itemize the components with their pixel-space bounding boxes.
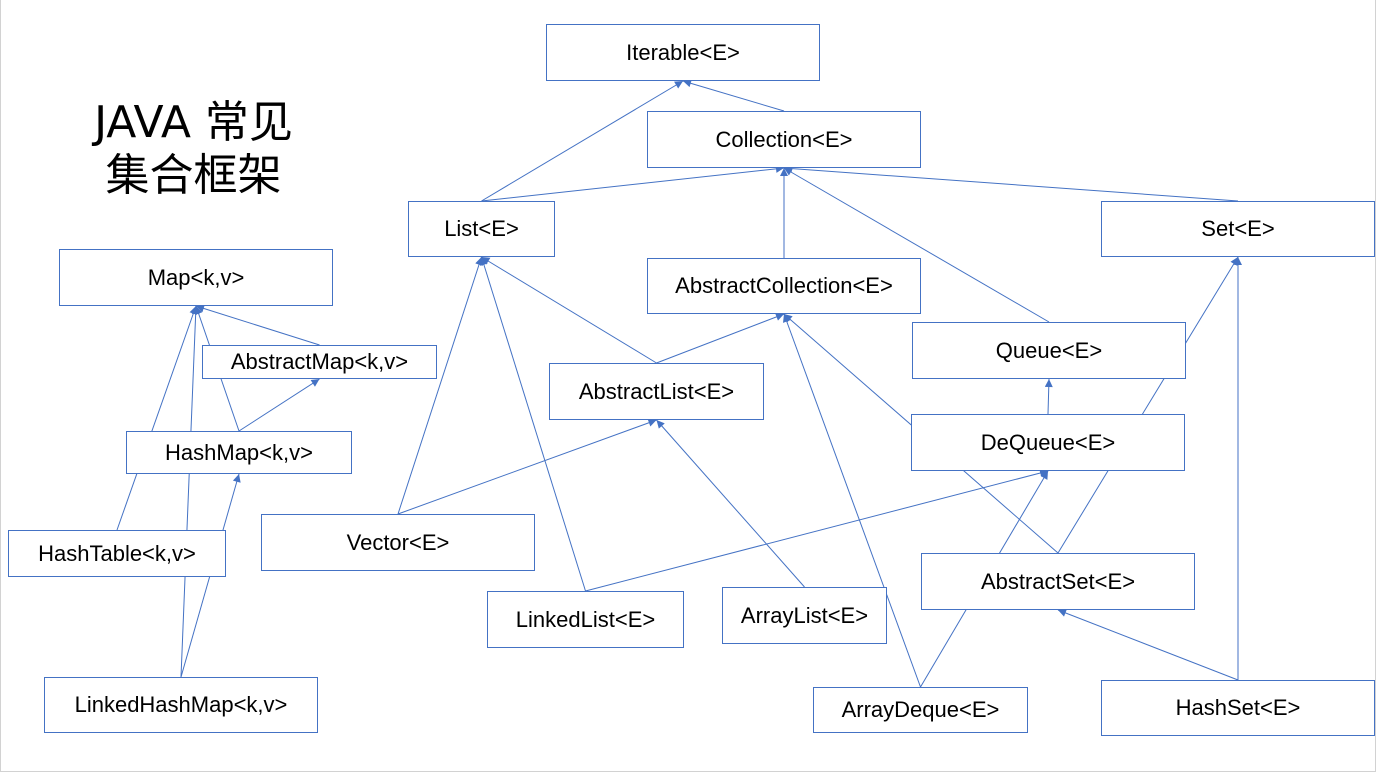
node-queue: Queue<E>: [912, 322, 1186, 379]
diagram-title: JAVA 常见 集合框架: [61, 96, 326, 202]
node-vector: Vector<E>: [261, 514, 535, 571]
arrow-vector-to-list: [397, 256, 483, 515]
arrow-collection-to-iterable: [682, 79, 785, 112]
arrow-array-deque-to-abstract-collection: [782, 313, 921, 688]
arrow-vector-to-abstract-list: [397, 418, 657, 515]
arrow-abstract-set-to-set: [1057, 256, 1239, 554]
node-hash-table: HashTable<k,v>: [8, 530, 226, 577]
node-linked-hash-map: LinkedHashMap<k,v>: [44, 677, 318, 733]
node-abstract-collection: AbstractCollection<E>: [647, 258, 921, 314]
arrow-hash-table-to-map: [116, 305, 198, 531]
arrow-abstract-list-to-list: [481, 256, 657, 364]
arrow-queue-to-collection: [783, 167, 1050, 323]
arrow-hash-map-to-abstract-map: [238, 378, 320, 432]
node-hash-map: HashMap<k,v>: [126, 431, 352, 474]
title-line-1: JAVA 常见: [94, 97, 293, 148]
arrow-dequeue-to-queue: [1044, 378, 1053, 415]
node-list: List<E>: [408, 201, 555, 257]
node-iterable: Iterable<E>: [546, 24, 820, 81]
arrow-abstract-list-to-abstract-collection: [656, 313, 785, 364]
title-line-2: 集合框架: [105, 150, 282, 201]
node-collection: Collection<E>: [647, 111, 921, 168]
arrow-set-to-collection: [783, 164, 1239, 202]
arrow-hash-set-to-abstract-set: [1057, 609, 1239, 681]
node-map: Map<k,v>: [59, 249, 333, 306]
node-array-list: ArrayList<E>: [722, 587, 887, 644]
arrow-list-to-iterable: [481, 80, 684, 202]
node-abstract-map: AbstractMap<k,v>: [202, 345, 437, 379]
node-array-deque: ArrayDeque<E>: [813, 687, 1028, 733]
node-dequeue: DeQueue<E>: [911, 414, 1185, 471]
arrow-linked-list-to-list: [480, 256, 586, 592]
arrow-list-to-collection: [481, 164, 785, 202]
arrow-array-list-to-abstract-list: [656, 419, 805, 588]
arrow-linked-hash-map-to-map: [180, 305, 200, 678]
node-set: Set<E>: [1101, 201, 1375, 257]
node-hash-set: HashSet<E>: [1101, 680, 1375, 736]
arrow-abstract-map-to-map: [195, 304, 320, 346]
node-abstract-set: AbstractSet<E>: [921, 553, 1195, 610]
node-abstract-list: AbstractList<E>: [549, 363, 764, 420]
arrow-linked-list-to-dequeue: [585, 469, 1049, 592]
node-linked-list: LinkedList<E>: [487, 591, 684, 648]
